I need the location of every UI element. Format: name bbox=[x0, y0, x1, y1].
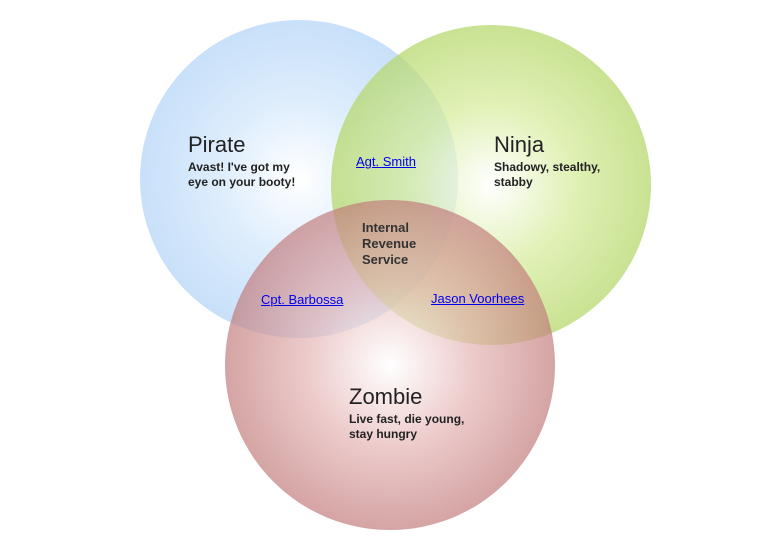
ninja-desc-line1: Shadowy, stealthy, bbox=[494, 160, 601, 174]
pirate-zombie-link[interactable]: Cpt. Barbossa bbox=[261, 292, 344, 307]
zombie-circle bbox=[225, 200, 555, 530]
center-line2: Revenue bbox=[362, 236, 417, 251]
pirate-desc-line1: Avast! I've got my bbox=[188, 160, 290, 174]
zombie-desc-line1: Live fast, die young, bbox=[349, 412, 465, 426]
pirate-desc-line2: eye on your booty! bbox=[188, 175, 296, 189]
ninja-title: Ninja bbox=[494, 132, 545, 157]
ninja-description: Shadowy, stealthy, stabby bbox=[494, 160, 600, 190]
pirate-title: Pirate bbox=[188, 132, 246, 157]
zombie-description: Live fast, die young, stay hungry bbox=[349, 412, 464, 442]
center-intersection-label: Internal Revenue Service bbox=[362, 220, 416, 268]
pirate-label: Pirate Avast! I've got my eye on your bo… bbox=[188, 132, 295, 190]
center-line1: Internal bbox=[362, 220, 409, 235]
ninja-zombie-link[interactable]: Jason Voorhees bbox=[431, 291, 525, 306]
pirate-description: Avast! I've got my eye on your booty! bbox=[188, 160, 295, 190]
ninja-desc-line2: stabby bbox=[494, 175, 533, 189]
ninja-label: Ninja Shadowy, stealthy, stabby bbox=[494, 132, 600, 190]
pirate-ninja-link[interactable]: Agt. Smith bbox=[356, 154, 416, 169]
zombie-desc-line2: stay hungry bbox=[349, 427, 418, 441]
center-line3: Service bbox=[362, 252, 409, 267]
zombie-label: Zombie Live fast, die young, stay hungry bbox=[349, 384, 464, 442]
zombie-title: Zombie bbox=[349, 384, 423, 409]
